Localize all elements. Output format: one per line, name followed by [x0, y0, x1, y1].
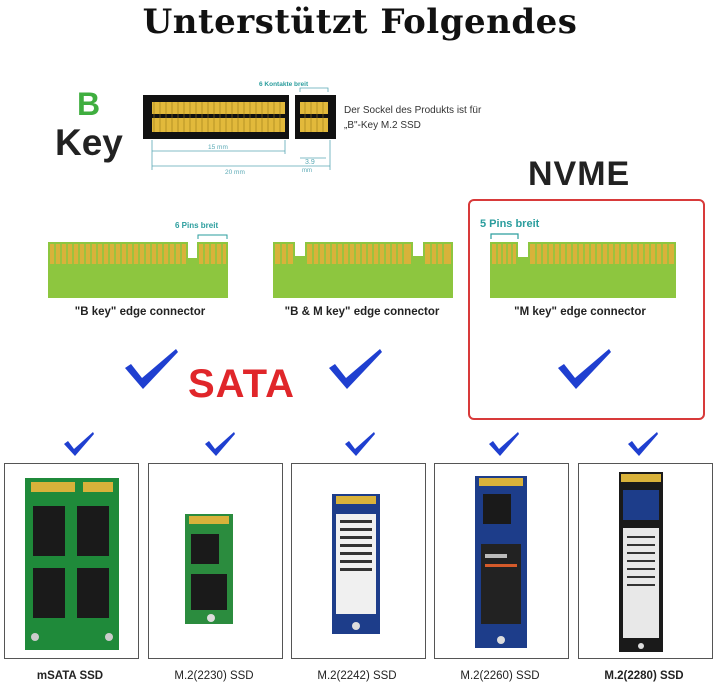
ssd-label-msata: mSATA SSD	[36, 670, 104, 682]
checkmark-icon	[628, 432, 658, 456]
ssd-label-2230: M.2(2230) SSD	[174, 670, 254, 682]
sata-label: SATA	[188, 362, 295, 406]
b-key-pins-label: 6 Pins breit	[175, 221, 218, 230]
ssd-label-2280: M.2(2280) SSD	[604, 670, 684, 682]
m-key-connector-diagram: 5 Pins breit	[480, 218, 676, 298]
ssd-card-2230	[148, 463, 283, 659]
bkey-word: Key	[55, 122, 123, 163]
m2-2230-ssd-image	[185, 514, 233, 624]
ssd-card-2260	[434, 463, 569, 659]
bm-key-connector-label: "B & M key" edge connector	[284, 306, 440, 318]
m-key-connector-label: "M key" edge connector	[514, 306, 646, 318]
dim-39-label: 3.9	[305, 159, 315, 166]
checkmark-icon	[64, 432, 94, 456]
b-key-connector-diagram: 6 Pins breit	[48, 221, 228, 298]
contacts-label: 6 Kontakte breit	[259, 81, 309, 88]
bkey-letter: B	[77, 86, 101, 122]
bm-key-connector-diagram	[273, 242, 453, 298]
checkmark-icon	[205, 432, 235, 456]
nvme-highlight-box	[468, 199, 705, 420]
b-key-connector-label: "B key" edge connector	[74, 306, 206, 318]
checkmark-icon	[345, 432, 375, 456]
ssd-label-2242: M.2(2242) SSD	[317, 670, 397, 682]
ssd-card-2280	[578, 463, 713, 659]
socket-diagram: 15 mm 20 mm 3.9 mm 6 Kontakte breit	[143, 81, 336, 176]
ssd-card-msata	[4, 463, 139, 659]
socket-description: Der Sockel des Produkts ist für „B"-Key …	[344, 103, 544, 133]
checkmark-icon	[125, 349, 178, 389]
ssd-label-2260: M.2(2260) SSD	[460, 670, 540, 682]
dim-mm-label: mm	[302, 168, 312, 174]
dim-20-label: 20 mm	[225, 169, 245, 176]
m-key-pins-label: 5 Pins breit	[480, 218, 540, 230]
checkmark-icon	[558, 349, 611, 389]
page-title: Unterstützt Folgendes	[142, 2, 578, 42]
nvme-label: NVME	[528, 155, 631, 193]
checkmark-icon	[329, 349, 382, 389]
ssd-card-2242	[291, 463, 426, 659]
m2-2280-ssd-image	[619, 472, 663, 652]
dim-15-label: 15 mm	[208, 144, 228, 151]
msata-ssd-image	[25, 478, 119, 650]
m2-2242-ssd-image	[332, 494, 380, 634]
socket-description-line1: Der Sockel des Produkts ist für	[344, 105, 482, 116]
checkmark-icon	[489, 432, 519, 456]
m2-2260-ssd-image	[475, 476, 527, 648]
socket-description-line2: „B"-Key M.2 SSD	[344, 120, 421, 131]
